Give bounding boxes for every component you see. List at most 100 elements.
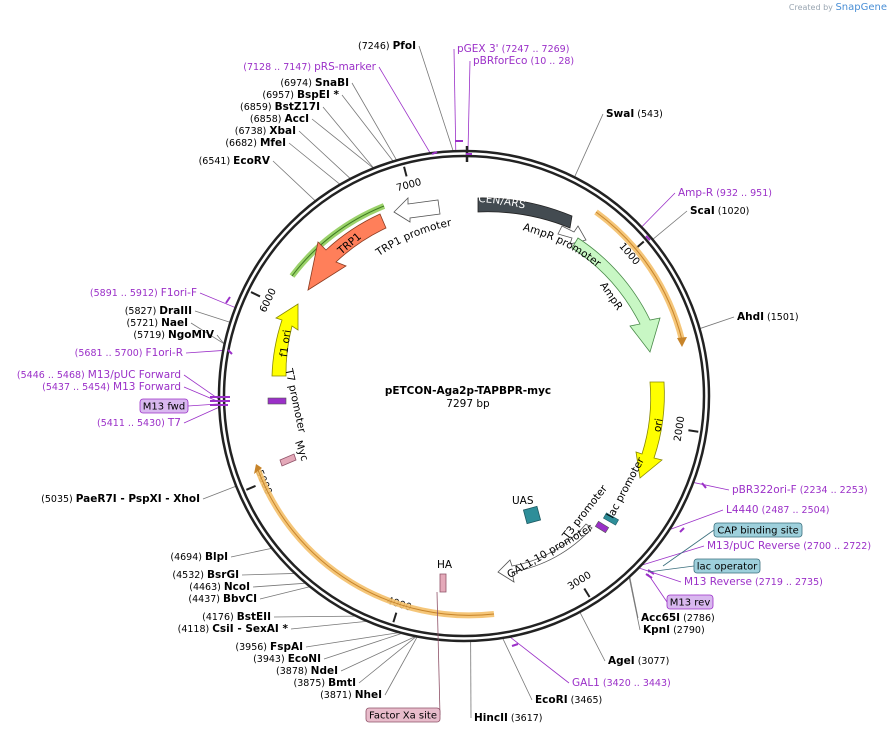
restriction-site: (4118) CsiI - SexAI * — [178, 623, 289, 635]
f1-ori-label: f1 ori — [278, 329, 294, 358]
leader-line — [322, 106, 375, 169]
tick-mark — [392, 612, 398, 623]
lac-operator-mark — [603, 512, 619, 526]
leader-line — [351, 82, 398, 161]
site-position: (3871) — [320, 690, 355, 701]
restriction-site: (4532) BsrGI — [172, 569, 239, 581]
primer-site: Amp-R (932 .. 951) — [678, 187, 772, 199]
leader-line — [574, 113, 604, 178]
primer-site: (5446 .. 5468) M13/pUC Forward — [17, 369, 181, 381]
restriction-site: (3875) BmtI — [294, 677, 356, 689]
leader-line — [341, 94, 394, 162]
leader-line — [185, 350, 224, 354]
site-name: BbvCI — [223, 593, 257, 605]
site-position: (3956) — [235, 642, 270, 653]
site-position: (6858) — [250, 114, 285, 125]
ori-feature — [635, 381, 665, 479]
site-name: Acc65I — [641, 612, 680, 624]
site-name: NaeI — [161, 317, 188, 329]
restriction-site: (6859) BstZ17I — [240, 101, 320, 113]
primer-range: (5411 .. 5430) — [97, 418, 168, 429]
site-name: NdeI — [311, 665, 338, 677]
leader-line — [311, 118, 374, 169]
trp1-promoter-label: TRP1 promoter — [373, 217, 453, 260]
leader-line — [340, 635, 417, 672]
site-position: (5721) — [126, 318, 161, 329]
boxed-label: lac operator — [697, 562, 758, 573]
watermark-prefix: Created by — [788, 3, 833, 12]
site-name: BsrGI — [207, 569, 239, 581]
primer-name: M13 Reverse — [684, 576, 752, 588]
leader-line — [467, 60, 471, 152]
site-position: (3617) — [508, 713, 543, 724]
leader-line — [699, 316, 735, 330]
leader-line — [638, 567, 682, 583]
snapgene-watermark: Created by SnapGene — [789, 2, 887, 13]
site-name: FspAI — [270, 641, 303, 653]
primer-name: pRS-marker — [314, 61, 377, 73]
leader-line — [199, 292, 236, 309]
boxed-rect — [139, 398, 189, 414]
site-position: (4176) — [202, 612, 237, 623]
site-position: (6974) — [280, 78, 315, 89]
primer-name: Amp-R — [678, 187, 713, 199]
leader-lines — [183, 45, 735, 719]
restriction-site: ScaI (1020) — [690, 205, 749, 217]
site-name: DraIII — [159, 305, 192, 317]
boxed-feature: M13 fwd — [139, 398, 219, 414]
boxed-label: Factor Xa site — [369, 711, 437, 722]
leader-line — [183, 406, 220, 424]
site-name: KpnI — [643, 624, 670, 636]
primer-site: M13 Reverse (2719 .. 2735) — [684, 576, 823, 588]
watermark-brand: SnapGene — [835, 2, 887, 13]
restriction-site: (6957) BspEI * — [262, 89, 339, 101]
restriction-site: (3871) NheI — [320, 689, 382, 701]
restriction-site: (3943) EcoNI — [253, 653, 321, 665]
primer-name: L4440 — [726, 504, 759, 516]
primer-site: L4440 (2487 .. 2504) — [726, 504, 829, 516]
restriction-site: (7246) PfoI — [358, 40, 416, 52]
boxed-rect — [365, 707, 441, 723]
primer-range: (3420 .. 3443) — [600, 678, 671, 689]
leader-line — [216, 334, 225, 345]
restriction-site: (4463) NcoI — [189, 581, 250, 593]
boxed-rect — [666, 594, 714, 610]
uas-label: UAS — [512, 495, 534, 507]
leader-line — [298, 130, 351, 180]
restriction-site: (4437) BbvCI — [188, 593, 257, 605]
boxed-leader — [187, 403, 219, 407]
site-position: (4437) — [188, 594, 223, 605]
primer-range: (7128 .. 7147) — [243, 62, 314, 73]
ha-feature — [439, 573, 447, 593]
restriction-site: (3956) FspAI — [235, 641, 303, 653]
boxed-rect — [713, 522, 803, 538]
boxed-feature: lac operator — [647, 558, 761, 574]
site-position: (6957) — [262, 90, 297, 101]
site-name: SwaI — [606, 108, 634, 120]
ampr-highlight-line — [595, 211, 683, 341]
boxed-label: CAP binding site — [717, 526, 799, 537]
site-position: (4118) — [178, 624, 213, 635]
ampr-feature — [571, 237, 661, 353]
leader-line — [190, 322, 225, 345]
restriction-site: (3878) NdeI — [276, 665, 338, 677]
restriction-site: EcoRI (3465) — [535, 694, 602, 706]
leader-line — [273, 615, 357, 618]
primer-labels: pGEX 3' (7247 .. 7269)pBRforEco (10 .. 2… — [17, 43, 871, 689]
trp1-highlight-line — [291, 205, 385, 277]
primer-range: (2700 .. 2722) — [800, 541, 871, 552]
site-position: (4694) — [170, 552, 205, 563]
site-position: (3077) — [635, 656, 670, 667]
primer-range: (2487 .. 2504) — [759, 505, 830, 516]
site-name: MfeI — [260, 137, 286, 149]
tick-label: 2000 — [673, 416, 688, 443]
leader-line — [241, 573, 296, 576]
ampr-highlight-arrow — [677, 337, 687, 347]
tick-mark — [688, 429, 699, 433]
restriction-site-labels: (7246) PfoI(6974) SnaBI(6957) BspEI *(68… — [41, 40, 798, 724]
site-name: NgoMIV — [168, 329, 215, 341]
trp1-feature — [307, 213, 387, 291]
site-name: AccI — [285, 113, 309, 125]
leader-line — [288, 142, 341, 185]
